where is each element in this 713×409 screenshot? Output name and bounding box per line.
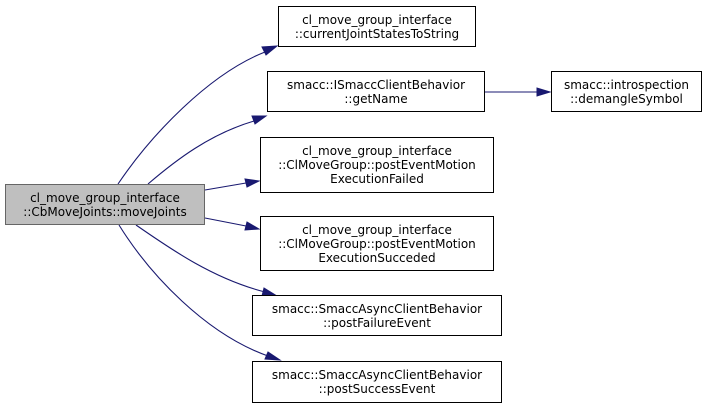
node-label-line: ExecutionFailed — [330, 172, 424, 186]
node-label-line: smacc::ISmaccClientBehavior — [287, 77, 465, 92]
edge-root-to-post-success-event — [118, 224, 269, 357]
node-label-line: cl_move_group_interface — [30, 190, 180, 205]
node-label-line: ::ClMoveGroup::postEventMotion — [278, 236, 476, 251]
node-label-line: ExecutionSucceded — [318, 250, 436, 265]
arrowhead-get-name — [251, 115, 268, 125]
node-post-event-motion-execution-failed[interactable]: cl_move_group_interface ::ClMoveGroup::p… — [260, 137, 494, 193]
edge-root-to-post-event-succeded — [204, 217, 247, 227]
node-label-line: ::CbMoveJoints::moveJoints — [23, 204, 187, 219]
node-label-line: ::postSuccessEvent — [318, 382, 436, 396]
node-label-line: cl_move_group_interface — [302, 222, 452, 237]
node-label-line: ::getName — [344, 91, 408, 106]
node-label-line: ::postFailureEvent — [323, 315, 431, 330]
edge-root-to-get-name — [147, 120, 255, 185]
node-demangle-symbol[interactable]: smacc::introspection ::demangleSymbol — [551, 71, 702, 112]
node-root-move-joints: cl_move_group_interface ::CbMoveJoints::… — [5, 184, 205, 225]
node-current-joint-states-to-string[interactable]: cl_move_group_interface ::currentJointSt… — [278, 6, 476, 47]
edge-root-to-post-event-failed — [204, 182, 247, 191]
node-label-line: ::currentJointStatesToString — [294, 26, 460, 41]
edge-root-to-post-failure-event — [135, 224, 266, 293]
node-post-success-event[interactable]: smacc::SmaccAsyncClientBehavior ::postSu… — [252, 361, 502, 403]
node-label-line: cl_move_group_interface — [302, 144, 452, 158]
node-label-line: cl_move_group_interface — [302, 12, 452, 27]
node-label-line: smacc::SmaccAsyncClientBehavior — [271, 301, 483, 316]
arrowhead-post-event-succeded — [244, 221, 261, 231]
node-label-line: smacc::SmaccAsyncClientBehavior — [271, 368, 483, 382]
node-label-line: ::demangleSymbol — [570, 91, 683, 106]
arrowhead-demangle-symbol — [536, 87, 552, 97]
node-post-failure-event[interactable]: smacc::SmaccAsyncClientBehavior ::postFa… — [252, 295, 502, 336]
node-post-event-motion-execution-succeded[interactable]: cl_move_group_interface ::ClMoveGroup::p… — [260, 216, 494, 271]
node-label-line: ::ClMoveGroup::postEventMotion — [278, 158, 476, 172]
arrowhead-post-success-event — [264, 351, 282, 361]
node-label-line: smacc::introspection — [563, 77, 690, 92]
arrowhead-post-event-failed — [244, 178, 261, 188]
node-get-name[interactable]: smacc::ISmaccClientBehavior ::getName — [267, 71, 485, 112]
arrowhead-current-joint-states — [261, 45, 279, 56]
edge-root-to-current-joint-states — [117, 51, 266, 185]
